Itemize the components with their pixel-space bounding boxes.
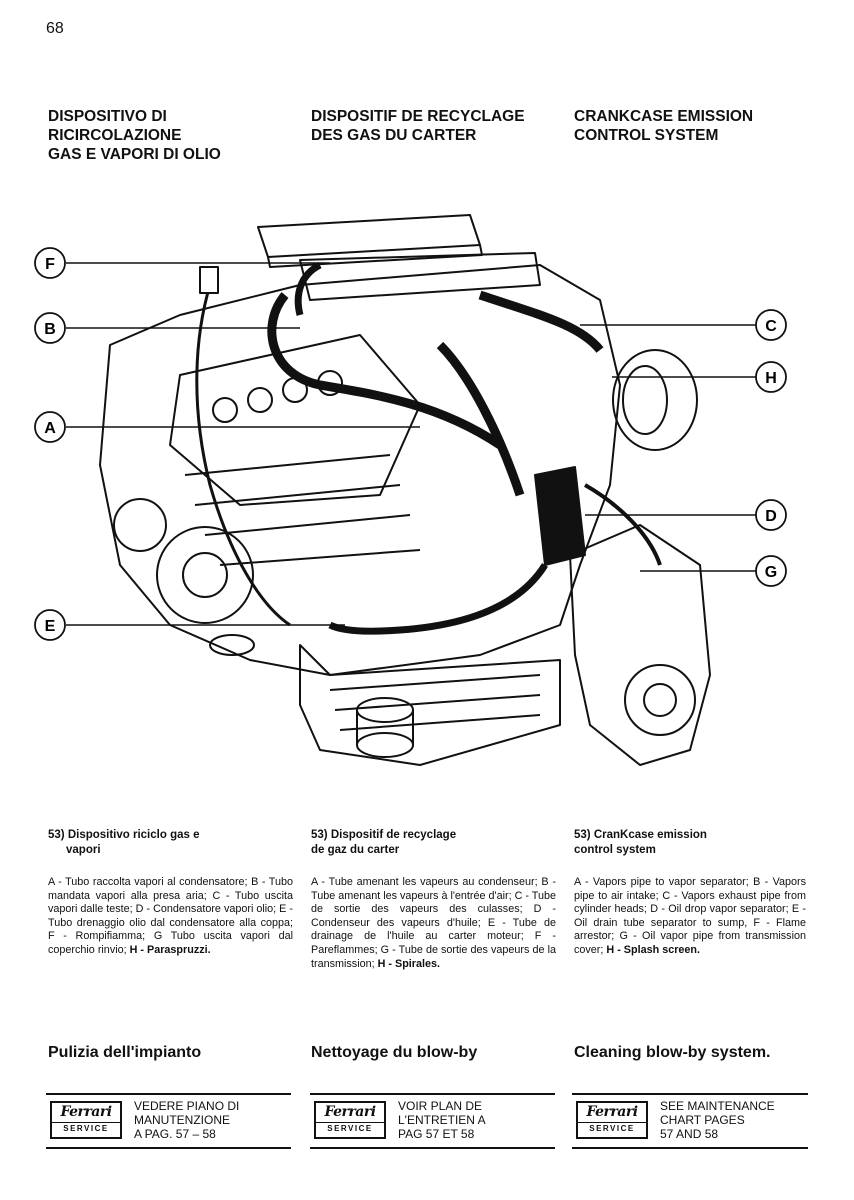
caption-text: A - Vapors pipe to vapor separator; B - … <box>574 876 806 958</box>
reference-line: MANUTENZIONE <box>134 1113 230 1127</box>
caption-english: 53) CranKcase emission control system A … <box>574 828 806 958</box>
heading-french: DISPOSITIF DE RECYCLAGE DES GAS DU CARTE… <box>311 107 561 145</box>
reference-line: SEE MAINTENANCE <box>660 1099 775 1113</box>
callout-h: H <box>755 361 787 393</box>
caption-title: 53) CranKcase emission control system <box>574 828 806 858</box>
callout-a: A <box>34 411 66 443</box>
logo-brand: Ferrari <box>60 1104 112 1120</box>
reference-line: PAG 57 ET 58 <box>398 1127 475 1141</box>
service-reference: VEDERE PIANO DI MANUTENZIONE A PAG. 57 –… <box>134 1099 239 1141</box>
service-box-english: Ferrari SERVICE SEE MAINTENANCE CHART PA… <box>572 1093 808 1153</box>
service-box-french: Ferrari SERVICE VOIR PLAN DE L'ENTRETIEN… <box>310 1093 555 1153</box>
logo-service-label: SERVICE <box>52 1122 120 1133</box>
callout-label: A <box>44 420 56 437</box>
caption-body: A - Vapors pipe to vapor separator; B - … <box>574 876 806 956</box>
reference-line: 57 AND 58 <box>660 1127 719 1141</box>
logo-brand: Ferrari <box>324 1104 376 1120</box>
service-reference: VOIR PLAN DE L'ENTRETIEN A PAG 57 ET 58 <box>398 1099 486 1141</box>
callout-leaders <box>66 262 756 626</box>
engine-diagram: F B A E C H D G <box>34 214 787 766</box>
heading-line: CRANKCASE EMISSION <box>574 108 754 125</box>
callout-label: H <box>765 370 777 387</box>
caption-body: A - Tube amenant les vapeurs au condense… <box>311 876 556 970</box>
callout-f: F <box>34 247 66 279</box>
heading-line: CONTROL SYSTEM <box>574 127 719 144</box>
callout-e: E <box>34 609 66 641</box>
heading-line: DISPOSITIVO DI <box>48 108 167 125</box>
logo-service-label: SERVICE <box>316 1122 384 1133</box>
caption-italian: 53) Dispositivo riciclo gas e vapori A -… <box>48 828 293 958</box>
ferrari-service-logo: Ferrari SERVICE <box>576 1101 648 1139</box>
caption-french: 53) Dispositif de recyclage de gaz du ca… <box>311 828 556 971</box>
caption-text: A - Tube amenant les vapeurs au condense… <box>311 876 556 971</box>
caption-bold: H - Paraspruzzi. <box>129 943 211 956</box>
callout-d: D <box>755 499 787 531</box>
caption-bold: H - Spirales. <box>377 957 441 970</box>
reference-line: CHART PAGES <box>660 1113 745 1127</box>
caption-title-line: 53) CranKcase emission <box>574 829 707 841</box>
callout-label: C <box>765 318 777 335</box>
reference-line: VEDERE PIANO DI <box>134 1099 240 1113</box>
caption-title-line: vapori <box>66 844 101 856</box>
section-title-french: Nettoyage du blow-by <box>311 1044 478 1061</box>
heading-line: RICIRCOLAZIONE <box>48 127 182 144</box>
service-reference: SEE MAINTENANCE CHART PAGES 57 AND 58 <box>660 1099 775 1141</box>
heading-line: DES GAS DU CARTER <box>311 127 477 144</box>
reference-line: A PAG. 57 – 58 <box>134 1127 216 1141</box>
section-title-italian: Pulizia dell'impianto <box>48 1044 202 1061</box>
callout-label: D <box>765 508 777 525</box>
caption-text: A - Tubo raccolta vapori al condensatore… <box>48 876 293 958</box>
callout-g: G <box>755 555 787 587</box>
heading-line: DISPOSITIF DE RECYCLAGE <box>311 108 525 125</box>
callout-label: F <box>45 256 55 273</box>
callout-b: B <box>34 312 66 344</box>
reference-line: L'ENTRETIEN A <box>398 1113 486 1127</box>
heading-english: CRANKCASE EMISSION CONTROL SYSTEM <box>574 107 824 145</box>
caption-bold: H - Splash screen. <box>606 943 701 956</box>
heading-line: GAS E VAPORI DI OLIO <box>48 146 221 163</box>
heading-italian: DISPOSITIVO DI RICIRCOLAZIONE GAS E VAPO… <box>48 107 298 164</box>
caption-title-line: 53) Dispositivo riciclo gas e <box>48 829 200 841</box>
engine-illustration <box>99 214 711 766</box>
caption-title-line: control system <box>574 844 656 856</box>
logo-service-label: SERVICE <box>578 1122 646 1133</box>
caption-title: 53) Dispositif de recyclage de gaz du ca… <box>311 828 556 858</box>
section-title-english: Cleaning blow-by system. <box>574 1044 771 1061</box>
callout-c: C <box>755 309 787 341</box>
caption-title-line: de gaz du carter <box>311 844 400 856</box>
service-box-italian: Ferrari SERVICE VEDERE PIANO DI MANUTENZ… <box>46 1093 291 1153</box>
page-number: 68 <box>46 20 64 37</box>
caption-body: A - Tubo raccolta vapori al condensatore… <box>48 876 293 956</box>
ferrari-service-logo: Ferrari SERVICE <box>314 1101 386 1139</box>
caption-title: 53) Dispositivo riciclo gas e vapori <box>48 828 293 858</box>
callout-label: G <box>765 564 777 581</box>
reference-line: VOIR PLAN DE <box>398 1099 483 1113</box>
callout-label: E <box>45 618 56 635</box>
callout-label: B <box>44 321 56 338</box>
logo-brand: Ferrari <box>586 1104 638 1120</box>
ferrari-service-logo: Ferrari SERVICE <box>50 1101 122 1139</box>
caption-title-line: 53) Dispositif de recyclage <box>311 829 457 841</box>
